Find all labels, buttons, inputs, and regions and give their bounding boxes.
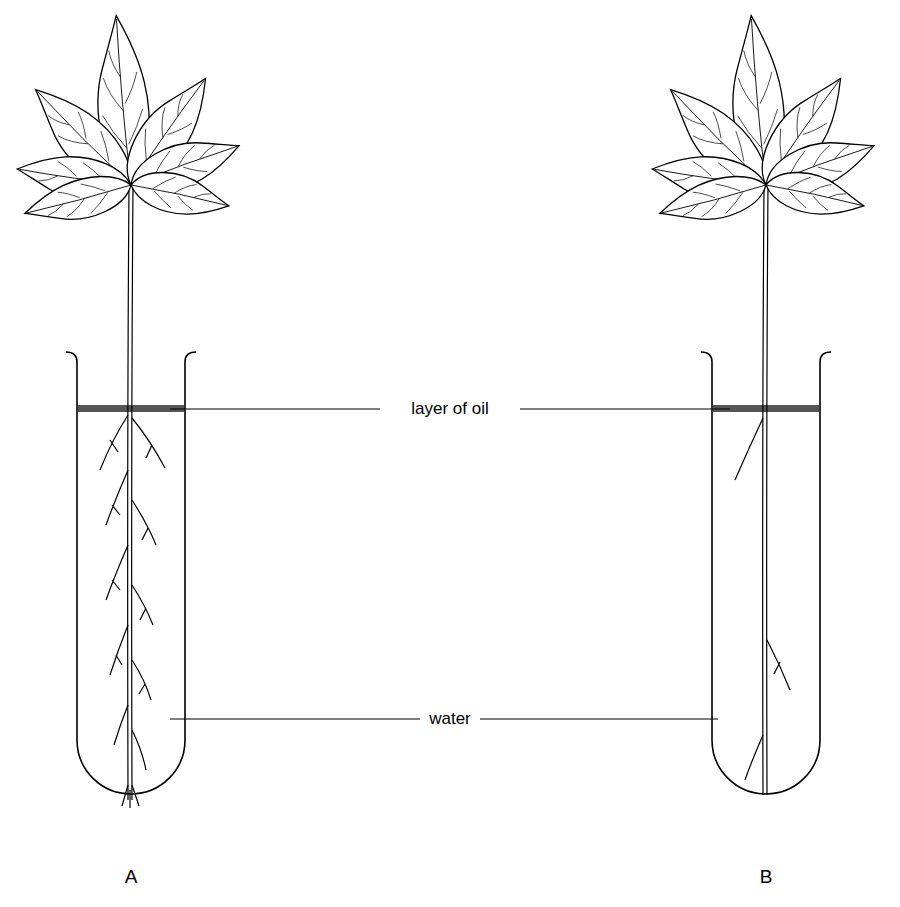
stem <box>763 185 768 795</box>
roots <box>735 418 790 780</box>
stem <box>128 185 133 800</box>
test-tube <box>701 352 831 794</box>
part-label: layer of oil <box>408 399 491 419</box>
test-tube <box>66 352 196 794</box>
leaves <box>649 14 881 233</box>
leader-lines <box>170 409 730 719</box>
leaves <box>14 14 246 233</box>
plant-a <box>14 14 246 808</box>
specimen-letter: A <box>122 866 141 888</box>
part-label: water <box>426 709 474 729</box>
oil-layer <box>78 405 184 412</box>
roots <box>100 415 165 808</box>
plant-b <box>649 14 881 795</box>
specimen-letter: B <box>757 866 776 888</box>
